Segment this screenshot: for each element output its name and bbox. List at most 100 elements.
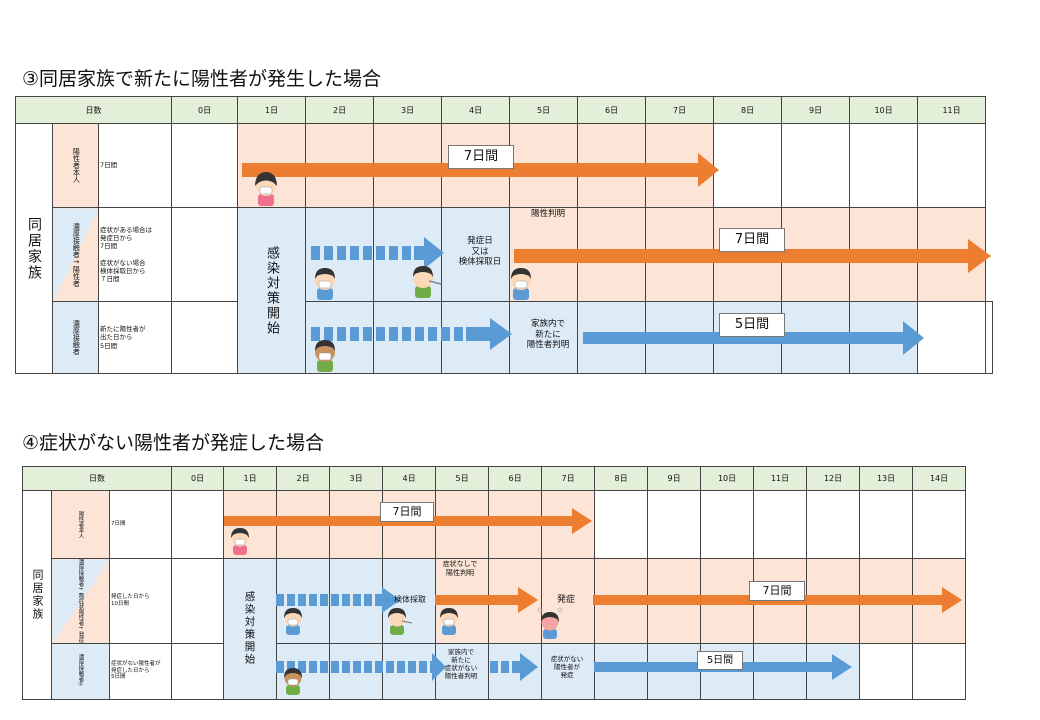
day-cell: [541, 490, 596, 559]
header-cell: 5日: [509, 96, 579, 124]
day-cell: [441, 207, 511, 302]
header-cell: 9日: [647, 466, 702, 491]
day-cell: [594, 558, 649, 644]
day-cell: [171, 490, 225, 559]
day-cell: [912, 490, 967, 559]
header-cell: 1日: [237, 96, 307, 124]
day-cell: [435, 490, 490, 559]
row-note-cell: 症状がない陽性者が 発症した日から 5日間: [108, 642, 173, 700]
row-note-cell: 新たに陽性者が 出た日から 5日間: [97, 301, 173, 374]
day-cell: [382, 490, 437, 559]
header-cell: 10日: [849, 96, 919, 124]
row-note: 7日間: [111, 521, 126, 528]
family-label: 同居家族: [31, 568, 44, 621]
row-label-cell: 濃厚接触者→無症状陽性者→発症: [51, 558, 110, 644]
day-cell: [171, 558, 225, 644]
family-label-cell: 同居家族: [22, 490, 52, 700]
day-cell: [849, 301, 919, 374]
day-cell: [713, 207, 783, 302]
family-label: 同居家族: [26, 216, 42, 281]
header-cell: 6日: [488, 466, 543, 491]
day-cell: [594, 490, 649, 559]
day-cell: [859, 490, 914, 559]
table-row: 濃厚接触者② 症状がない陽性者が 発症した日から 5日間: [23, 642, 967, 700]
day-cell: [488, 642, 543, 700]
duration-box: 5日間: [697, 651, 743, 670]
header-cell: 12日: [806, 466, 861, 491]
duration-box: 7日間: [749, 581, 805, 601]
day-cell: [806, 558, 861, 644]
header-cell: 5日: [435, 466, 490, 491]
day-cell: [647, 642, 702, 700]
row-note: 症状がある場合は 発症日から 7日間 症状がない場合 検体採取日から ７日間: [100, 226, 152, 283]
day-cell: [753, 490, 808, 559]
onset-label: 発症日 又は 検体採取日: [458, 236, 502, 268]
header-cell: 0日: [171, 466, 225, 491]
row-label: 濃厚接触者②: [77, 654, 84, 688]
day-cell: [329, 558, 384, 644]
start-label: 感染対策開始: [243, 591, 256, 667]
day-cell: [806, 642, 861, 700]
sample-label: 検体採取: [394, 595, 426, 604]
day-cell: [645, 123, 715, 208]
day-cell: [276, 558, 331, 644]
row-label: 陽性者本人: [72, 148, 81, 183]
day-cell: [329, 642, 384, 700]
day-cell: [781, 301, 851, 374]
day-cell: [647, 558, 702, 644]
day-cell: [171, 301, 239, 374]
day-cell: [859, 558, 914, 644]
row-note: 症状がない陽性者が 発症した日から 5日間: [111, 660, 161, 681]
sym-onset-label: 症状がない 陽性者が 発症: [550, 655, 584, 680]
day-cell: [700, 558, 755, 644]
day-cell: [305, 123, 375, 208]
day-cell: [223, 490, 278, 559]
header-cell: 9日: [781, 96, 851, 124]
header-cell: 日数: [21, 466, 173, 491]
day-cell: [488, 558, 543, 644]
day-cell: [329, 490, 384, 559]
day-cell: [594, 642, 649, 700]
day-cell: [781, 123, 851, 208]
day-cell: [237, 123, 307, 208]
found-label: 陽性判明: [530, 209, 565, 219]
day-cell: [781, 207, 851, 302]
duration-box: 5日間: [719, 313, 785, 337]
day-cell: [859, 642, 914, 700]
header-cell: 日数: [14, 96, 173, 124]
nosym-label: 症状なしで 陽性判明: [442, 560, 478, 577]
day-cell: [441, 301, 511, 374]
section3-header-row: 日数 0日 1日 2日 3日 4日 5日 6日 7日 8日 9日 10日 11日: [14, 96, 993, 124]
row-note: 発症した日から 10日間: [111, 593, 150, 607]
header-cell: 7日: [645, 96, 715, 124]
day-cell: [985, 301, 993, 374]
header-cell: 6日: [577, 96, 647, 124]
day-cell: [488, 490, 543, 559]
header-cell: 3日: [373, 96, 443, 124]
row-note-cell: 7日間: [108, 490, 173, 559]
section3-table: 日数 0日 1日 2日 3日 4日 5日 6日 7日 8日 9日 10日 11日…: [14, 96, 993, 374]
day-cell: [577, 301, 647, 374]
duration-box: 7日間: [448, 145, 514, 169]
day-cell: [541, 642, 596, 700]
day-cell: [509, 207, 579, 302]
row-note-cell: 発症した日から 10日間: [108, 558, 173, 644]
day-cell: [647, 490, 702, 559]
row-label: 濃厚接触者→陽性者: [72, 222, 81, 287]
row-label: 濃厚接触者: [72, 320, 81, 355]
row-label: 陽性者本人: [77, 510, 84, 539]
header-cell: 14日: [912, 466, 967, 491]
day-cell: [276, 642, 331, 700]
header-cell: 0日: [171, 96, 239, 124]
header-cell: 13日: [859, 466, 914, 491]
header-cell: 4日: [441, 96, 511, 124]
day-cell: [171, 123, 239, 208]
section4-title: ④症状がない陽性者が発症した場合: [22, 432, 325, 454]
table-row: 同居家族 陽性者本人 7日間: [22, 490, 967, 700]
header-cell: 2日: [276, 466, 331, 491]
header-cell: 8日: [713, 96, 783, 124]
section4-table: 日数 0日 1日 2日 3日 4日 5日 6日 7日 8日 9日 10日 11日…: [21, 466, 967, 700]
day-cell: [713, 123, 783, 208]
day-cell: [849, 207, 919, 302]
day-cell: [305, 207, 375, 302]
